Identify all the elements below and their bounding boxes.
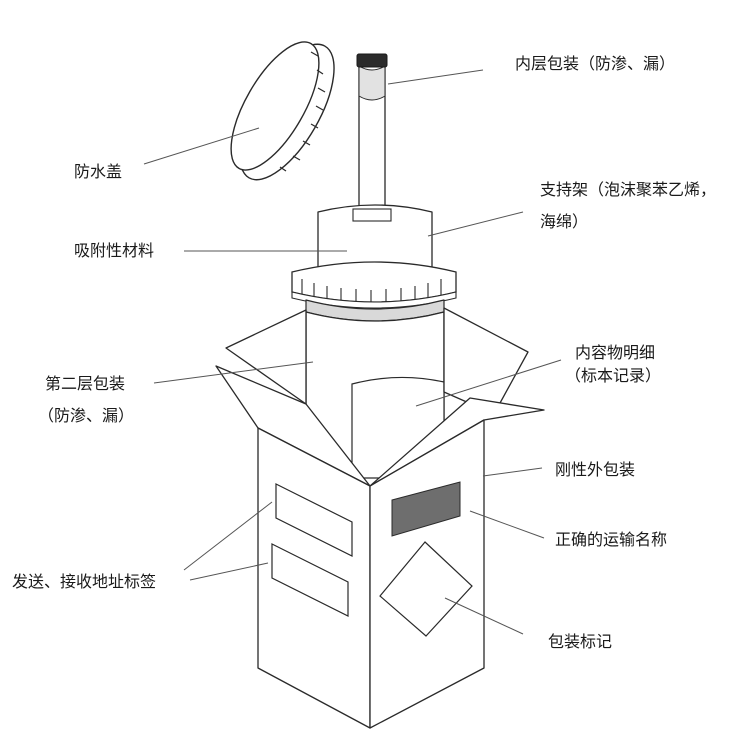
second-layer-container bbox=[291, 261, 457, 479]
sender-address-label bbox=[275, 483, 353, 557]
waterproof-cap bbox=[230, 41, 335, 181]
label-second-layer-line1: 第二层包装 bbox=[45, 374, 126, 393]
shipping-name-plate bbox=[391, 481, 461, 537]
package-mark-diamond bbox=[379, 541, 473, 637]
label-absorbent-material: 吸附性材料 bbox=[74, 241, 155, 260]
label-shipping-name: 正确的运输名称 bbox=[555, 530, 668, 549]
label-second-layer-line2: （防渗、漏） bbox=[38, 406, 135, 425]
label-contents-line1: 内容物明细 bbox=[575, 343, 656, 362]
rigid-outer-box bbox=[215, 307, 545, 729]
label-inner-packaging: 内层包装（防渗、漏） bbox=[515, 54, 676, 73]
receiver-address-label bbox=[271, 543, 349, 617]
label-address-labels: 发送、接收地址标签 bbox=[12, 572, 157, 591]
label-rigid-outer: 刚性外包装 bbox=[555, 460, 636, 479]
label-support-rack-line2: 海绵） bbox=[540, 212, 589, 231]
leader-lines bbox=[143, 69, 562, 635]
label-package-mark: 包装标记 bbox=[548, 632, 613, 651]
inner-tube bbox=[356, 53, 388, 219]
label-support-rack-line1: 支持架（泡沫聚苯乙烯， bbox=[540, 180, 717, 199]
label-waterproof-cap: 防水盖 bbox=[74, 162, 123, 181]
label-contents-line2: （标本记录） bbox=[565, 366, 662, 385]
